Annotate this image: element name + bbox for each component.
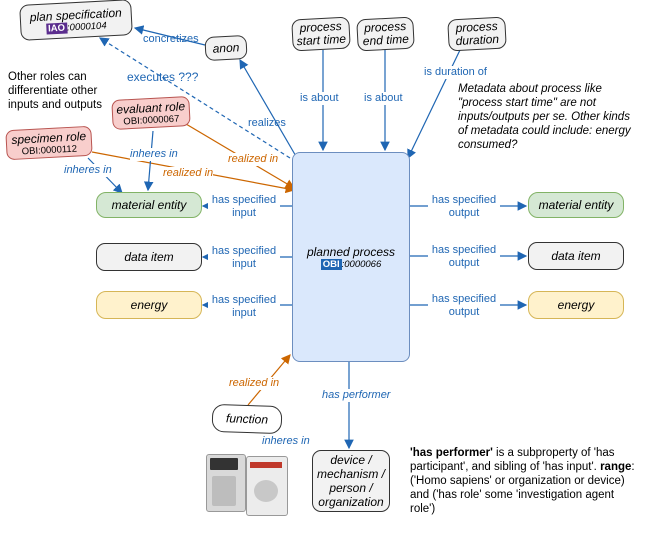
note-metadata: Metadata about process like "process sta… bbox=[458, 83, 631, 151]
node-id: OBI:0000112 bbox=[21, 143, 78, 157]
node-label: energy bbox=[557, 298, 595, 312]
node-performer[interactable]: device / mechanism / person / organizati… bbox=[312, 450, 390, 512]
edge-concretizes bbox=[133, 25, 206, 46]
node-input-energy[interactable]: energy bbox=[96, 291, 202, 319]
node-id: OBI:0000067 bbox=[123, 113, 180, 127]
note-bold-range: range bbox=[600, 461, 632, 473]
node-plan-specification[interactable]: plan specification IAO:0000104 bbox=[19, 0, 133, 41]
edge-label-inheres-in-2: inheres in bbox=[64, 164, 112, 177]
edge-label-has-input-1: has specified input bbox=[208, 194, 280, 220]
node-evaluant-role[interactable]: evaluant role OBI:0000067 bbox=[111, 95, 191, 131]
node-id: :0000066 bbox=[341, 258, 382, 270]
edge-label-realizes: realizes bbox=[248, 117, 286, 129]
edge-label-executes: executes ??? bbox=[127, 70, 199, 84]
node-process-duration[interactable]: process duration bbox=[447, 16, 507, 52]
device-photo bbox=[204, 452, 288, 516]
edge-label-is-duration-of: is duration of bbox=[424, 66, 487, 79]
edge-label-realized-in-1: realized in bbox=[228, 153, 279, 166]
edge-label-has-input-3: has specified input bbox=[208, 294, 280, 320]
node-label: function bbox=[225, 411, 269, 427]
iao-prefix-badge: IAO bbox=[45, 21, 68, 35]
edge-label-is-about-2: is about bbox=[364, 92, 403, 105]
node-output-data-item[interactable]: data item bbox=[528, 242, 624, 270]
node-function[interactable]: function bbox=[211, 403, 283, 435]
node-id: :0000104 bbox=[66, 19, 107, 33]
node-label: material entity bbox=[538, 198, 614, 212]
note-other-roles: Other roles can differentiate other inpu… bbox=[8, 71, 102, 111]
node-label: process end time bbox=[362, 18, 410, 49]
edge-label-realized-in-3: realized in bbox=[229, 377, 280, 390]
note-text-1: is a subproperty of 'has participant', a… bbox=[410, 447, 615, 473]
edge-label-has-output-3: has specified output bbox=[428, 293, 500, 319]
edge-realizes bbox=[239, 58, 298, 159]
node-input-material-entity[interactable]: material entity bbox=[96, 192, 202, 218]
edge-label-has-output-2: has specified output bbox=[428, 244, 500, 270]
node-output-material-entity[interactable]: material entity bbox=[528, 192, 624, 218]
edge-label-has-input-2: has specified input bbox=[208, 245, 280, 271]
note-has-performer: 'has performer' is a subproperty of 'has… bbox=[410, 446, 642, 516]
edge-label-realized-in-2: realized in bbox=[163, 167, 214, 180]
edge-label-inheres-in-3: inheres in bbox=[262, 435, 310, 447]
node-input-data-item[interactable]: data item bbox=[96, 243, 202, 271]
node-label: planned process bbox=[306, 244, 396, 259]
node-process-start-time[interactable]: process start time bbox=[291, 16, 351, 52]
edge-label-concretizes: concretizes bbox=[143, 33, 199, 45]
edge-executes bbox=[98, 37, 291, 159]
node-specimen-role[interactable]: specimen role OBI:0000112 bbox=[5, 125, 93, 161]
node-label: data item bbox=[551, 249, 601, 263]
edge-label-has-output-1: has specified output bbox=[428, 194, 500, 220]
node-label: device / mechanism / person / organizati… bbox=[316, 453, 386, 509]
edge-label-inheres-in-1: inheres in bbox=[130, 148, 178, 161]
node-label: process start time bbox=[296, 18, 347, 49]
obi-prefix-badge: OBI bbox=[320, 258, 342, 270]
edge-label-has-performer: has performer bbox=[322, 389, 391, 402]
node-label: energy bbox=[130, 298, 168, 312]
note-text-2: : ('Homo sapiens' or organization or dev… bbox=[410, 461, 635, 515]
node-label: process duration bbox=[455, 18, 500, 49]
note-bold-has-performer: 'has performer' bbox=[410, 447, 493, 459]
node-label: data item bbox=[124, 250, 174, 264]
node-process-end-time[interactable]: process end time bbox=[356, 16, 415, 52]
node-anon[interactable]: anon bbox=[204, 34, 248, 62]
node-planned-process[interactable]: planned process OBI:0000066 bbox=[292, 152, 410, 362]
node-label: material entity bbox=[111, 198, 187, 212]
node-label: anon bbox=[212, 40, 240, 56]
edge-label-is-about-1: is about bbox=[300, 92, 339, 105]
node-output-energy[interactable]: energy bbox=[528, 291, 624, 319]
